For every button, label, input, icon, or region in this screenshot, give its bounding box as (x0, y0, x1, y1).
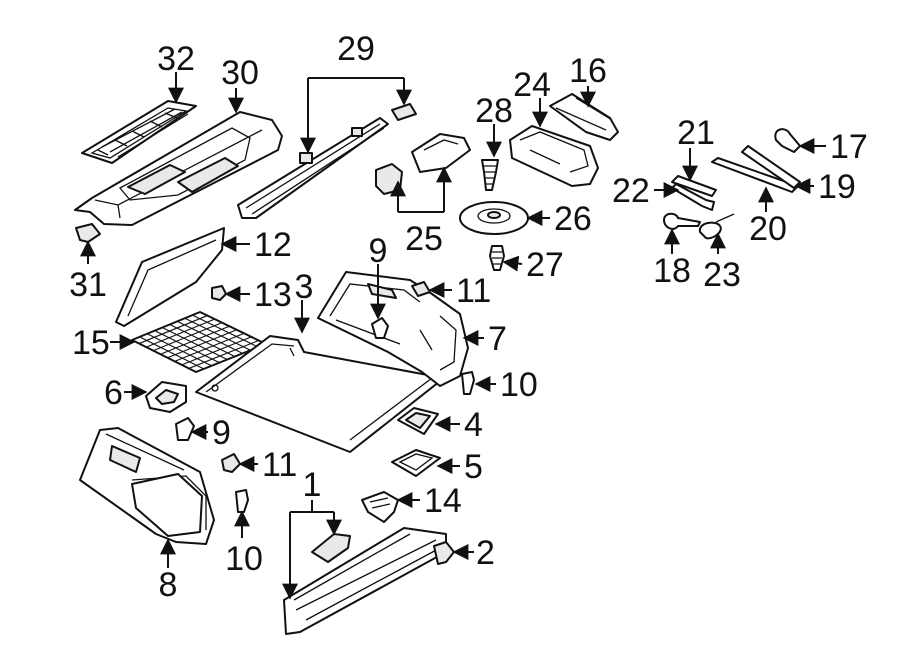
callout-2: 2 (476, 534, 495, 572)
net-strand (153, 322, 223, 352)
leader-lines (80, 72, 826, 600)
net-strand (146, 333, 212, 367)
callout-6: 6 (104, 374, 123, 412)
callout-16: 16 (569, 52, 607, 90)
part-6-bezel (145, 381, 187, 413)
net-strand (167, 329, 237, 359)
part-12-side-trim (115, 227, 225, 327)
callout-29: 29 (337, 30, 375, 68)
part-13-fastener (211, 285, 227, 301)
callout-32: 32 (157, 40, 195, 78)
part-14-latch (361, 491, 399, 523)
part-11-clip-lower (221, 453, 241, 473)
part-31-clip (75, 223, 101, 243)
part-17-bracket (774, 128, 801, 153)
part-20-wheel-bolt-tool (711, 145, 801, 193)
part-2-clip (433, 541, 455, 565)
callout-24: 24 (513, 66, 551, 104)
part-3-floor-mat (195, 335, 445, 453)
callout-9-upper: 9 (369, 232, 388, 270)
callout-15: 15 (72, 324, 110, 362)
part-9-pin-lower (175, 417, 195, 441)
callout-27: 27 (526, 246, 564, 284)
net-strand (177, 320, 243, 354)
callout-23: 23 (703, 256, 741, 294)
part-24-storage-tray (509, 125, 599, 187)
net-strand (188, 339, 259, 369)
callout-18: 18 (653, 252, 691, 290)
net-strand (139, 336, 205, 370)
callout-30: 30 (221, 54, 259, 92)
callout-10-lower: 10 (225, 540, 263, 578)
part-4-cover (397, 407, 439, 435)
callout-8: 8 (159, 566, 178, 604)
callout-14: 14 (424, 482, 462, 520)
part-23-hook (698, 213, 735, 240)
callout-11-lower: 11 (262, 446, 297, 484)
part-32-grille-panel (81, 100, 197, 164)
callout-31: 31 (69, 266, 107, 304)
part-1-sill-trim (283, 527, 447, 635)
part-28-jack-screw (481, 159, 499, 191)
part-26-spare-cover (459, 201, 529, 235)
net-strand (138, 315, 208, 345)
callout-21: 21 (677, 114, 715, 152)
callout-22: 22 (612, 172, 650, 210)
net-strand (169, 323, 236, 357)
callout-4: 4 (464, 406, 483, 444)
part-27-bolt (489, 245, 505, 271)
callout-7: 7 (488, 320, 507, 358)
part-30-parcel-shelf (74, 111, 283, 226)
callout-1: 1 (303, 466, 322, 504)
part-10-pin-upper (461, 371, 475, 395)
net-strand (174, 332, 245, 362)
callout-20: 20 (749, 210, 787, 248)
part-25-foam-holder (375, 133, 471, 195)
net-strand (181, 336, 252, 366)
callout-labels: 32 30 29 24 16 28 25 26 27 17 21 19 20 2… (69, 30, 868, 604)
callout-19: 19 (818, 168, 856, 206)
net-strand (146, 318, 215, 348)
part-5-plate (391, 449, 441, 477)
callout-13: 13 (254, 276, 292, 314)
part-18-tow-hook (663, 212, 701, 230)
callout-28: 28 (475, 92, 513, 130)
net-strand (154, 330, 220, 364)
net-strand (161, 327, 228, 361)
callout-11-upper: 11 (456, 272, 491, 310)
part-15-cargo-net (131, 311, 267, 373)
part-16-jack (549, 93, 619, 141)
callout-17: 17 (830, 128, 868, 166)
net-strand (192, 314, 259, 348)
net-strand (184, 317, 251, 351)
part-29-trim-rail (237, 103, 417, 219)
callout-12: 12 (254, 226, 292, 264)
callout-3: 3 (295, 268, 314, 306)
part-8-side-trim (79, 427, 215, 545)
callout-26: 26 (554, 200, 592, 238)
callout-10-upper: 10 (500, 366, 538, 404)
callout-25: 25 (405, 220, 443, 258)
callout-5: 5 (464, 448, 483, 486)
callout-9-lower: 9 (212, 414, 231, 452)
part-10-pin-lower (235, 489, 249, 513)
net-strand (160, 325, 230, 355)
